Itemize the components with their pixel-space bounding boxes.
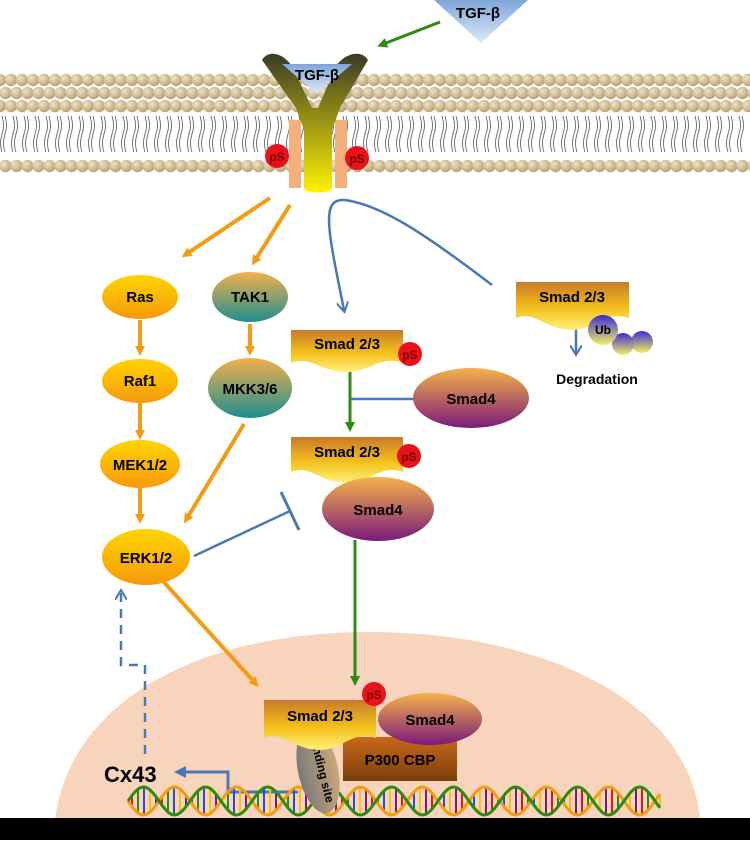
- receptor-ligand-label: TGF-β: [295, 67, 339, 84]
- complex-smad4-label: Smad4: [353, 502, 403, 519]
- mek-label: MEK1/2: [113, 457, 167, 474]
- complex-smad23-node: [291, 437, 403, 483]
- erk-inhibits-smad: [193, 509, 291, 558]
- mek-node: [100, 440, 180, 488]
- tak1-node: [212, 272, 288, 322]
- complex-smad4-node: [322, 477, 434, 541]
- nuclear-phospho: [362, 682, 386, 706]
- tgf-beta-ligand: [434, 0, 528, 43]
- degradation-label: Degradation: [556, 371, 638, 387]
- complex-phospho-label: pS: [401, 450, 416, 464]
- ras-label: Ras: [126, 289, 154, 306]
- raf1-node: [102, 359, 178, 403]
- ubiquitin-1: [588, 315, 618, 345]
- smad4-node: [413, 368, 529, 428]
- smad23-phospho-label: pS: [402, 348, 417, 362]
- complex-phospho: [397, 444, 421, 468]
- nuclear-smad4-node: [378, 693, 482, 745]
- erk-inhibition-bar: [279, 491, 301, 531]
- receptor-phospho-right-label: pS: [349, 152, 364, 166]
- smad23-node: [291, 330, 403, 372]
- nuclear-phospho-label: pS: [366, 688, 381, 702]
- tgf-beta-ligand-label: TGF-β: [456, 5, 500, 22]
- smad4-label: Smad4: [446, 391, 496, 408]
- tak1-label: TAK1: [231, 289, 269, 306]
- erk-node: [102, 529, 190, 585]
- nuclear-smad4-label: Smad4: [405, 712, 455, 729]
- cx43-gene-label: Cx43: [104, 762, 157, 787]
- raf1-label: Raf1: [124, 373, 157, 390]
- ras-node: [102, 275, 178, 319]
- smad23-label: Smad 2/3: [314, 336, 380, 353]
- tgf-beta-receptor: TGF-β pS pS: [262, 53, 369, 193]
- nuclear-smad23-label: Smad 2/3: [287, 708, 353, 725]
- smad23-phospho: [398, 342, 422, 366]
- receptor-phospho-left-label: pS: [269, 150, 284, 164]
- cell-membrane: [0, 73, 750, 173]
- ubiquitin-2: [612, 333, 634, 355]
- dna-helix: [126, 785, 662, 817]
- receptor-phospho-right: [345, 146, 369, 170]
- bottom-band: [0, 818, 750, 840]
- mkk-node: [208, 358, 292, 418]
- mkk-label: MKK3/6: [222, 381, 277, 398]
- receptor-phospho-left: [265, 144, 289, 168]
- erk-label: ERK1/2: [120, 550, 173, 567]
- orange-arrows: [135, 196, 292, 687]
- nuclear-smad23-node: [264, 700, 376, 750]
- complex-smad23-label: Smad 2/3: [314, 444, 380, 461]
- receptor-to-smad-curve: [327, 198, 493, 310]
- ligand-binding-arrow: [377, 20, 441, 48]
- p300-cbp-label: P300 CBP: [365, 752, 436, 769]
- ubiquitin-3: [631, 331, 653, 353]
- degradation-smad23-label: Smad 2/3: [539, 289, 605, 306]
- ubiquitin-label: Ub: [595, 323, 611, 337]
- cx43-feedback-dashed: [121, 592, 147, 754]
- green-arrows: [345, 372, 360, 686]
